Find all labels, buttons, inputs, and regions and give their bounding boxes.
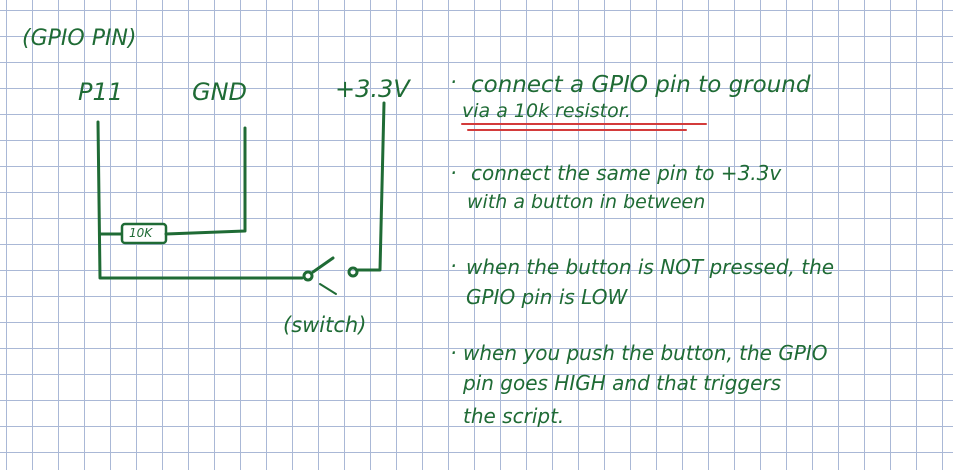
switch-label: (switch): [283, 313, 367, 337]
note-3-line-2: GPIO pin is LOW: [466, 285, 628, 309]
switch-contact-right: [347, 266, 359, 278]
switch-contact-left: [302, 270, 314, 282]
switch-lever: [311, 256, 335, 274]
note-1-line-1: connect a GPIO pin to ground: [471, 72, 811, 98]
resistor-wire-right: [164, 126, 247, 236]
vcc-wire: [355, 101, 386, 272]
note-3-bullet: ·: [450, 254, 457, 278]
note-2-line-2: with a button in between: [467, 191, 706, 213]
diagram-title: (GPIO PIN): [22, 26, 137, 51]
note-4-line-1: when you push the button, the GPIO: [463, 341, 828, 365]
note-4-line-2: pin goes HIGH and that triggers: [463, 371, 782, 395]
note-2-bullet: ·: [450, 161, 457, 185]
note-1-line-2: via a 10k resistor.: [462, 100, 631, 122]
note-2-line-1: connect the same pin to +3.3v: [471, 161, 782, 185]
gnd-label: GND: [192, 78, 248, 106]
note-1-bullet: ·: [450, 70, 457, 94]
vcc-label: +3.3V: [335, 75, 410, 103]
resistor-label: 10K: [129, 226, 153, 240]
note-3-line-1: when the button is NOT pressed, the: [466, 255, 835, 279]
pin-label: P11: [78, 78, 124, 106]
switch-pointer: [319, 283, 337, 295]
pin-wire: [96, 120, 304, 280]
note-4-line-3: the script.: [463, 404, 565, 428]
note-4-bullet: ·: [450, 341, 457, 365]
